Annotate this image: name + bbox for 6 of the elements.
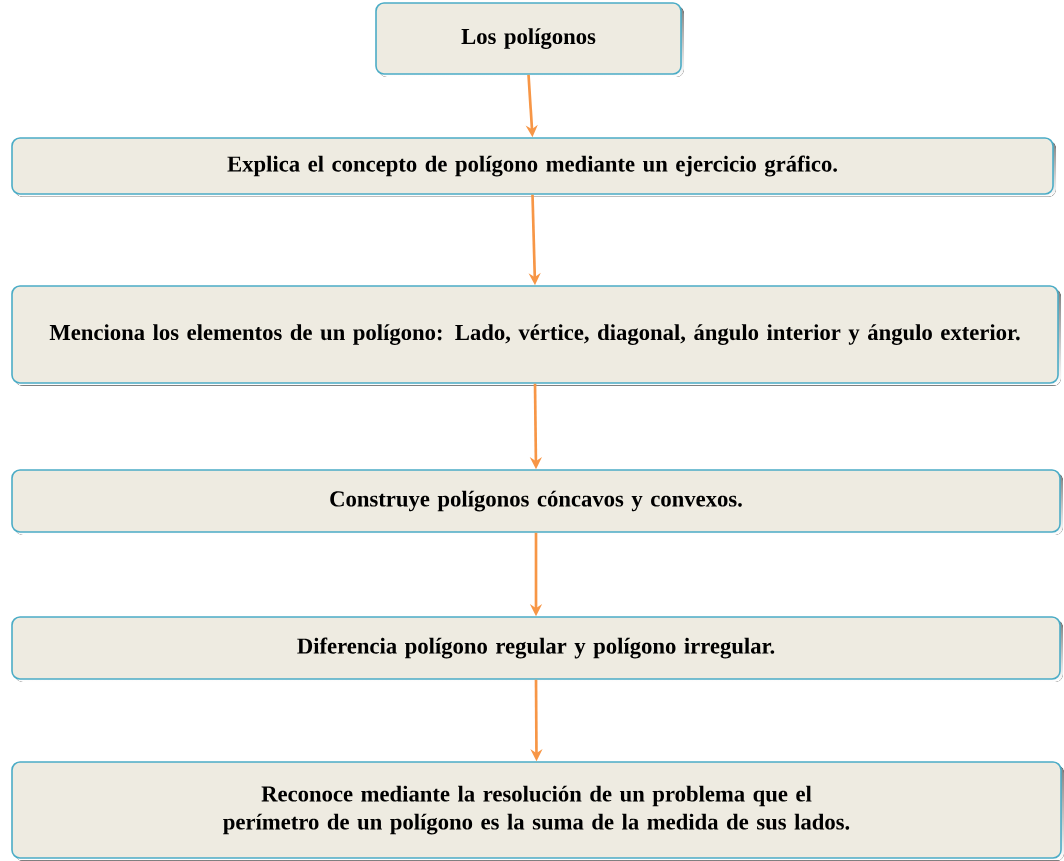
process-box: Menciona los elementos de un polígono: Lado, vértice, diagonal, ángulo interior y ángulo exterior. — [11, 285, 1061, 386]
process-box: Explica el concepto de polígono mediante un ejercicio gráfico. — [11, 137, 1056, 197]
process-box: Construye polígonos cóncavos y convexos. — [11, 469, 1063, 535]
process-box: Reconoce mediante la resolución de un problema que el perímetro de un polígono es la suma de la medida de sus lados. — [11, 761, 1064, 861]
process-box: Diferencia polígono regular y polígono irregular. — [11, 616, 1063, 682]
process-box: Los polígonos — [375, 2, 684, 77]
